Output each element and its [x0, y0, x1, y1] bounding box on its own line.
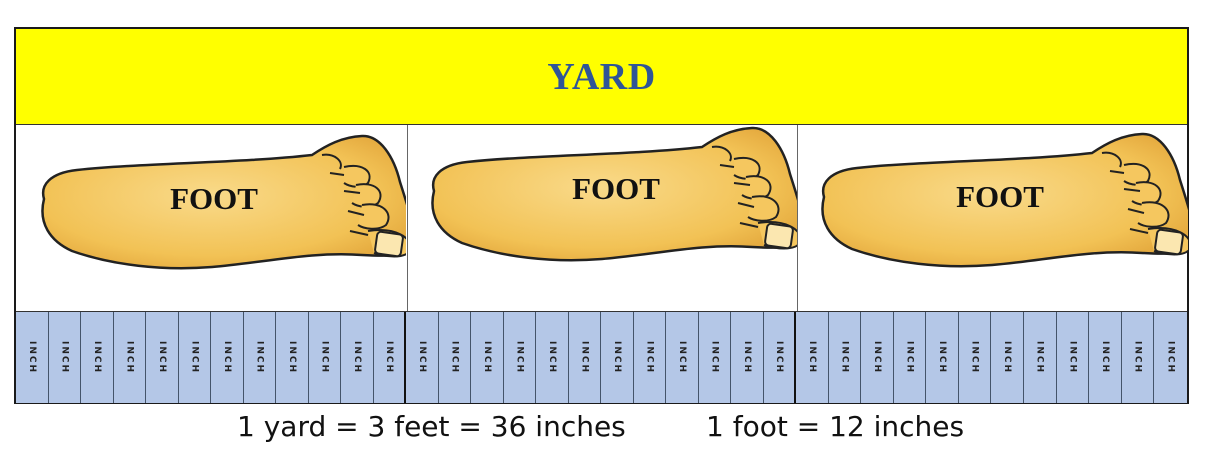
inch-cell: INCH	[698, 312, 732, 403]
inch-cell: INCH	[633, 312, 667, 403]
foot-icon	[431, 126, 798, 262]
inch-cell: INCH	[926, 312, 959, 403]
yard-band: YARD	[16, 29, 1187, 125]
foot-cell-3: FOOT	[797, 125, 1188, 311]
inch-cell: INCH	[893, 312, 927, 403]
inch-label: INCH	[774, 340, 785, 375]
inch-label: INCH	[189, 340, 200, 375]
inch-label: INCH	[547, 340, 557, 375]
caption-foot-conversion: 1 foot = 12 inches	[706, 410, 965, 443]
inch-cell: INCH	[861, 312, 894, 403]
inch-label: INCH	[1165, 340, 1176, 375]
inch-label: INCH	[416, 340, 427, 375]
inch-label: INCH	[1099, 340, 1110, 375]
inch-label: INCH	[26, 340, 37, 375]
inch-cell: INCH	[48, 312, 82, 403]
inch-cell: INCH	[1089, 312, 1122, 403]
inch-cell: INCH	[601, 312, 634, 403]
inch-cell: INCH	[1154, 312, 1187, 403]
inch-cell: INCH	[796, 312, 829, 403]
inch-cell: INCH	[146, 312, 179, 403]
inch-label: INCH	[839, 340, 850, 375]
inch-cell: INCH	[178, 312, 212, 403]
inch-label: INCH	[514, 340, 525, 375]
inch-cell: INCH	[471, 312, 504, 403]
caption-yard-conversion: 1 yard = 3 feet = 36 inches	[237, 410, 626, 443]
inch-label: INCH	[742, 340, 753, 375]
inch-label: INCH	[1034, 340, 1045, 375]
inch-cell: INCH	[536, 312, 569, 403]
inch-cell: INCH	[1023, 312, 1057, 403]
inch-cell: INCH	[958, 312, 992, 403]
inch-label: INCH	[156, 340, 167, 375]
inch-label: INCH	[937, 340, 948, 375]
inch-label: INCH	[319, 340, 330, 375]
inch-cell: INCH	[991, 312, 1024, 403]
foot-cell-2: FOOT	[407, 125, 798, 311]
inch-label: INCH	[969, 340, 980, 375]
inch-cell: INCH	[211, 312, 244, 403]
inch-label: INCH	[872, 340, 883, 375]
inch-cell: INCH	[1056, 312, 1090, 403]
inch-label: INCH	[709, 340, 720, 375]
foot-label-3: FOOT	[956, 179, 1044, 214]
inch-cell: INCH	[568, 312, 602, 403]
yard-label: YARD	[547, 55, 656, 98]
foot-icon	[821, 132, 1188, 268]
inch-label: INCH	[1002, 340, 1013, 375]
inch-cell: INCH	[828, 312, 862, 403]
inch-cell: INCH	[243, 312, 277, 403]
inch-cell: INCH	[503, 312, 537, 403]
inch-cell: INCH	[276, 312, 309, 403]
inch-label: INCH	[254, 340, 265, 375]
inch-cell: INCH	[1121, 312, 1155, 403]
inch-label: INCH	[383, 340, 394, 375]
foot-icon	[41, 134, 406, 270]
inch-cell: INCH	[763, 312, 797, 403]
foot-label-1: FOOT	[170, 181, 258, 216]
inch-cell: INCH	[406, 312, 439, 403]
inch-label: INCH	[644, 340, 655, 375]
foot-label-2: FOOT	[572, 171, 660, 206]
foot-row: FOOT FOOT FOOT	[16, 125, 1188, 311]
inch-label: INCH	[449, 340, 460, 375]
inch-cell: INCH	[438, 312, 472, 403]
inch-label: INCH	[579, 340, 590, 375]
foot-cell-1: FOOT	[16, 125, 406, 311]
inch-cell: INCH	[341, 312, 374, 403]
inch-label: INCH	[904, 340, 915, 375]
inch-label: INCH	[481, 340, 492, 375]
inch-label: INCH	[124, 340, 135, 375]
inch-label: INCH	[351, 340, 362, 375]
inch-cell: INCH	[731, 312, 764, 403]
inch-label: INCH	[677, 340, 688, 375]
inch-label: INCH	[59, 340, 70, 375]
inch-cell: INCH	[81, 312, 114, 403]
inch-cell: INCH	[113, 312, 147, 403]
inch-label: INCH	[612, 340, 623, 375]
inch-label: INCH	[91, 340, 102, 375]
inch-ruler: INCH INCH INCH INCH INCH INCH INCH INCH INCH INCH…	[16, 311, 1187, 403]
inch-label: INCH	[1132, 340, 1143, 375]
inch-label: INCH	[221, 340, 232, 375]
inch-cell: INCH	[666, 312, 699, 403]
inch-cell: INCH	[308, 312, 342, 403]
inch-label: INCH	[286, 340, 297, 375]
inch-cell: INCH	[373, 312, 407, 403]
inch-label: INCH	[1067, 340, 1078, 375]
inch-label: INCH	[807, 340, 818, 375]
inch-cell: INCH	[16, 312, 49, 403]
